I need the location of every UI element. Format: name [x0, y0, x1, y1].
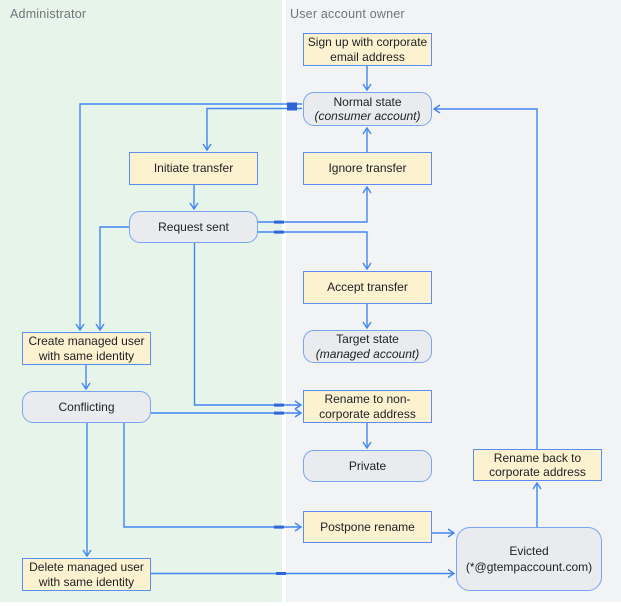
edge-normal-to-initiate: [202, 107, 302, 152]
edge-normal-to-create: [75, 103, 302, 332]
node-signup[interactable]: Sign up with corporate email address: [303, 33, 432, 66]
node-initiate-transfer[interactable]: Initiate transfer: [129, 152, 258, 185]
node-target-state[interactable]: Target state (managed account): [303, 330, 432, 363]
lane-crossing-mark: [287, 102, 297, 111]
node-conflicting[interactable]: Conflicting: [22, 391, 151, 423]
node-evicted[interactable]: Evicted (*@gtempaccount.com): [456, 527, 602, 591]
lane-crossing-mark: [276, 572, 286, 575]
edge-request-to-accept: [258, 231, 372, 271]
lane-administrator: Administrator: [0, 0, 282, 602]
edge-rename-back-to-normal: [432, 104, 538, 449]
node-normal-state[interactable]: Normal state (consumer account): [303, 92, 432, 126]
lane-crossing-mark: [274, 220, 284, 224]
node-request-sent[interactable]: Request sent: [129, 211, 258, 243]
node-accept-transfer[interactable]: Accept transfer: [303, 271, 432, 304]
lane-crossing-mark: [274, 403, 284, 407]
lane-crossing-mark: [274, 525, 284, 529]
node-private[interactable]: Private: [303, 450, 432, 482]
edge-request-to-ignore: [258, 185, 372, 223]
node-rename-to-non-corporate[interactable]: Rename to non- corporate address: [303, 390, 432, 423]
lane-crossing-mark: [274, 411, 284, 415]
lane-user-account-owner-label: User account owner: [290, 7, 405, 21]
node-rename-back-to-corporate[interactable]: Rename back to corporate address: [473, 449, 602, 481]
edge-conflicting-to-postpone: [123, 423, 303, 532]
lane-crossing-mark: [274, 230, 284, 234]
node-postpone-rename[interactable]: Postpone rename: [303, 511, 432, 543]
node-ignore-transfer[interactable]: Ignore transfer: [303, 152, 432, 185]
lane-administrator-label: Administrator: [10, 7, 87, 21]
node-create-managed-user[interactable]: Create managed user with same identity: [22, 332, 151, 365]
node-delete-managed-user[interactable]: Delete managed user with same identity: [22, 558, 151, 591]
edge-request-to-create: [95, 226, 129, 332]
edge-request-to-rename-non: [193, 243, 303, 410]
